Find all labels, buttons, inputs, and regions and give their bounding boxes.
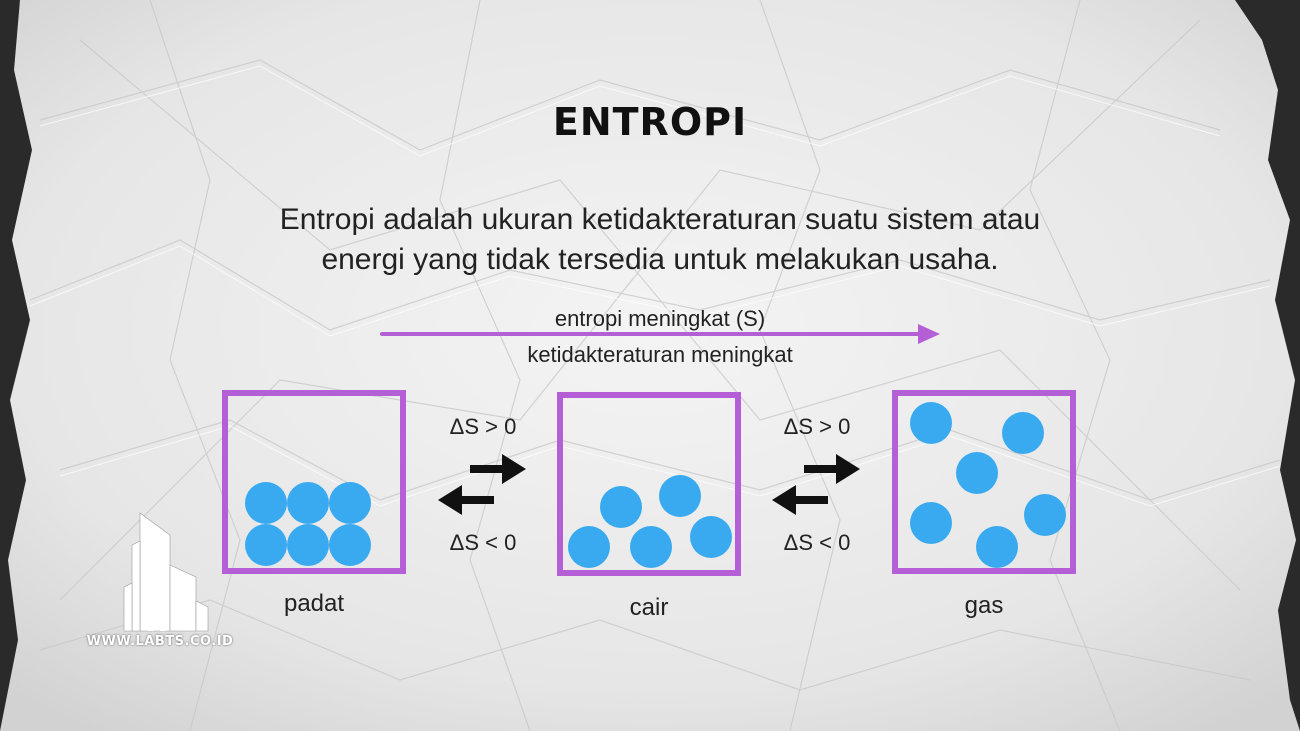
particle	[329, 524, 371, 566]
state-label-cair: cair	[629, 594, 669, 621]
building-logo-icon	[123, 512, 209, 632]
particle	[976, 526, 1018, 568]
definition-line-2: energi yang tidak tersedia untuk melakuk…	[321, 243, 999, 276]
state-box-padat	[222, 390, 406, 574]
trend-label-top: entropi meningkat (S)	[554, 306, 766, 331]
definition-text: Entropi adalah ukuran ketidakteraturan s…	[230, 200, 1090, 280]
particle	[1002, 412, 1044, 454]
delta-s-positive-label: ΔS > 0	[783, 414, 851, 439]
state-label-padat: padat	[283, 590, 345, 617]
page-title: ENTROPI	[552, 100, 748, 144]
state-label-gas: gas	[964, 592, 1004, 619]
equilibrium-arrows-icon	[438, 454, 526, 515]
particle	[287, 482, 329, 524]
particle	[910, 402, 952, 444]
particle	[245, 524, 287, 566]
particle	[910, 502, 952, 544]
definition-line-1: Entropi adalah ukuran ketidakteraturan s…	[279, 203, 1041, 236]
particle	[245, 482, 287, 524]
watermark-text: WWW.LABTS.CO.ID	[86, 634, 234, 649]
delta-s-positive-label: ΔS > 0	[449, 414, 517, 439]
particle	[659, 475, 701, 517]
particle	[956, 452, 998, 494]
particle	[600, 486, 642, 528]
trend-label-bottom: ketidakteraturan meningkat	[527, 342, 793, 367]
delta-s-negative-label: ΔS < 0	[783, 530, 851, 555]
particle	[690, 516, 732, 558]
particle	[287, 524, 329, 566]
state-box-cair	[557, 392, 741, 576]
particle	[568, 526, 610, 568]
particle	[630, 526, 672, 568]
particle	[1024, 494, 1066, 536]
particle	[329, 482, 371, 524]
state-box-gas	[892, 390, 1076, 574]
equilibrium-arrows-icon	[772, 454, 860, 515]
delta-s-negative-label: ΔS < 0	[449, 530, 517, 555]
entropy-increase-arrow	[380, 324, 940, 344]
